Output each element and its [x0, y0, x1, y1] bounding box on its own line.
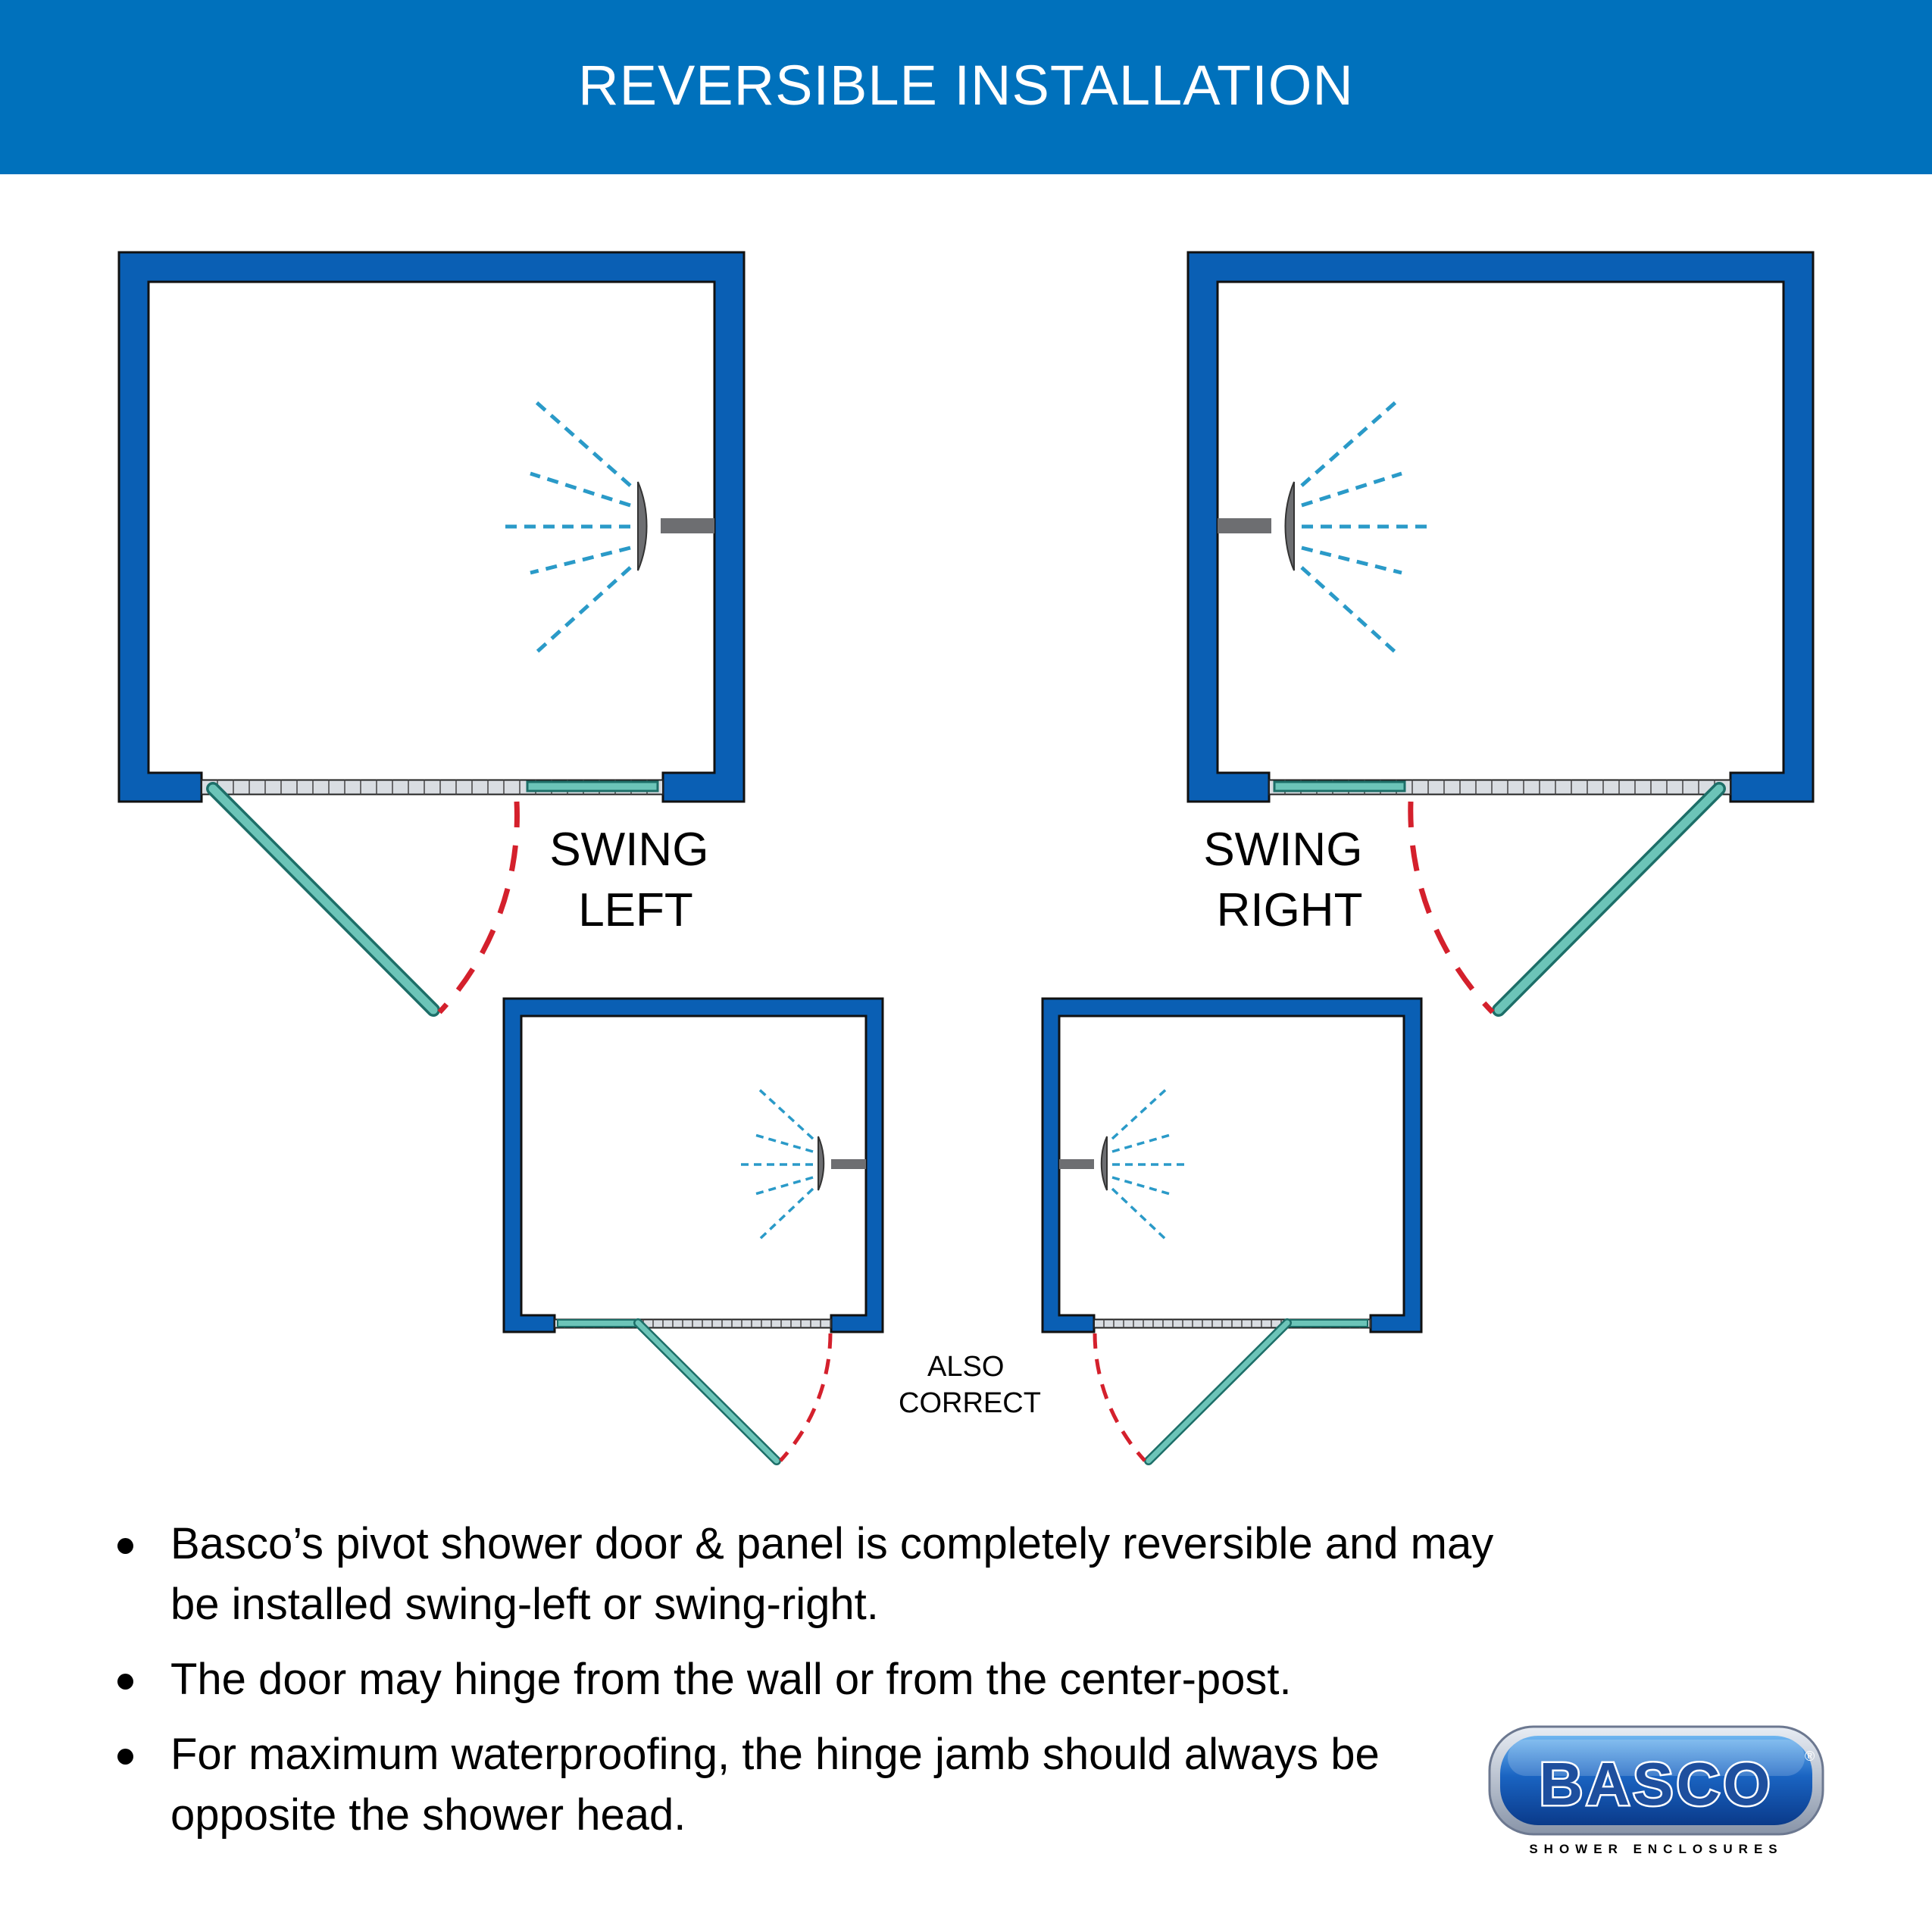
- bullet-icon: [117, 1674, 133, 1690]
- shower-head-icon: [1059, 1087, 1189, 1242]
- list-item: The door may hinge from the wall or from…: [114, 1649, 1553, 1710]
- swing-arc: [1093, 1333, 1146, 1462]
- swing-arc: [437, 801, 520, 1014]
- swing-arc: [1408, 801, 1495, 1014]
- wall-outline: [1186, 251, 1815, 803]
- alt-swing-left-diagram: [502, 997, 884, 1465]
- shower-head-icon: [502, 401, 714, 654]
- header-bar: REVERSIBLE INSTALLATION: [0, 0, 1932, 174]
- bullet-icon: [117, 1749, 133, 1765]
- swing-right-diagram: SWING RIGHT: [1186, 251, 1815, 1017]
- fixed-glass-panel: [557, 1319, 637, 1327]
- feature-list: Basco’s pivot shower door & panel is com…: [114, 1514, 1553, 1860]
- basco-logo: BASCO ® SHOWER ENCLOSURES: [1488, 1725, 1824, 1856]
- alt-swing-right-diagram: [1041, 997, 1423, 1465]
- logo-tagline: SHOWER ENCLOSURES: [1529, 1842, 1783, 1856]
- swing-arc: [779, 1333, 833, 1462]
- list-item-text: The door may hinge from the wall or from…: [170, 1655, 1292, 1704]
- threshold: [554, 1318, 832, 1329]
- page-title: REVERSIBLE INSTALLATION: [578, 54, 1354, 117]
- shower-head-icon: [1218, 401, 1430, 654]
- fixed-glass-panel: [1288, 1319, 1368, 1327]
- wall-outline: [1041, 997, 1423, 1333]
- fixed-glass-panel: [1273, 780, 1406, 792]
- logo-registered-mark: ®: [1805, 1749, 1815, 1764]
- swing-left-label: SWING LEFT: [549, 824, 721, 936]
- logo-wordmark: BASCO: [1540, 1750, 1774, 1818]
- swing-left-diagram: SWING LEFT: [117, 251, 746, 1017]
- list-item-text: Basco’s pivot shower door & panel is com…: [170, 1519, 1494, 1629]
- bullet-icon: [117, 1538, 133, 1554]
- wall-outline: [117, 251, 746, 803]
- wall-outline: [502, 997, 884, 1333]
- shower-head-icon: [736, 1087, 866, 1242]
- also-correct-label: ALSO CORRECT: [899, 1351, 1041, 1419]
- list-item-text: For maximum waterproofing, the hinge jam…: [170, 1730, 1380, 1840]
- list-item: For maximum waterproofing, the hinge jam…: [114, 1724, 1553, 1846]
- fixed-glass-panel: [526, 780, 659, 792]
- swing-right-label: SWING RIGHT: [1203, 824, 1375, 936]
- list-item: Basco’s pivot shower door & panel is com…: [114, 1514, 1553, 1635]
